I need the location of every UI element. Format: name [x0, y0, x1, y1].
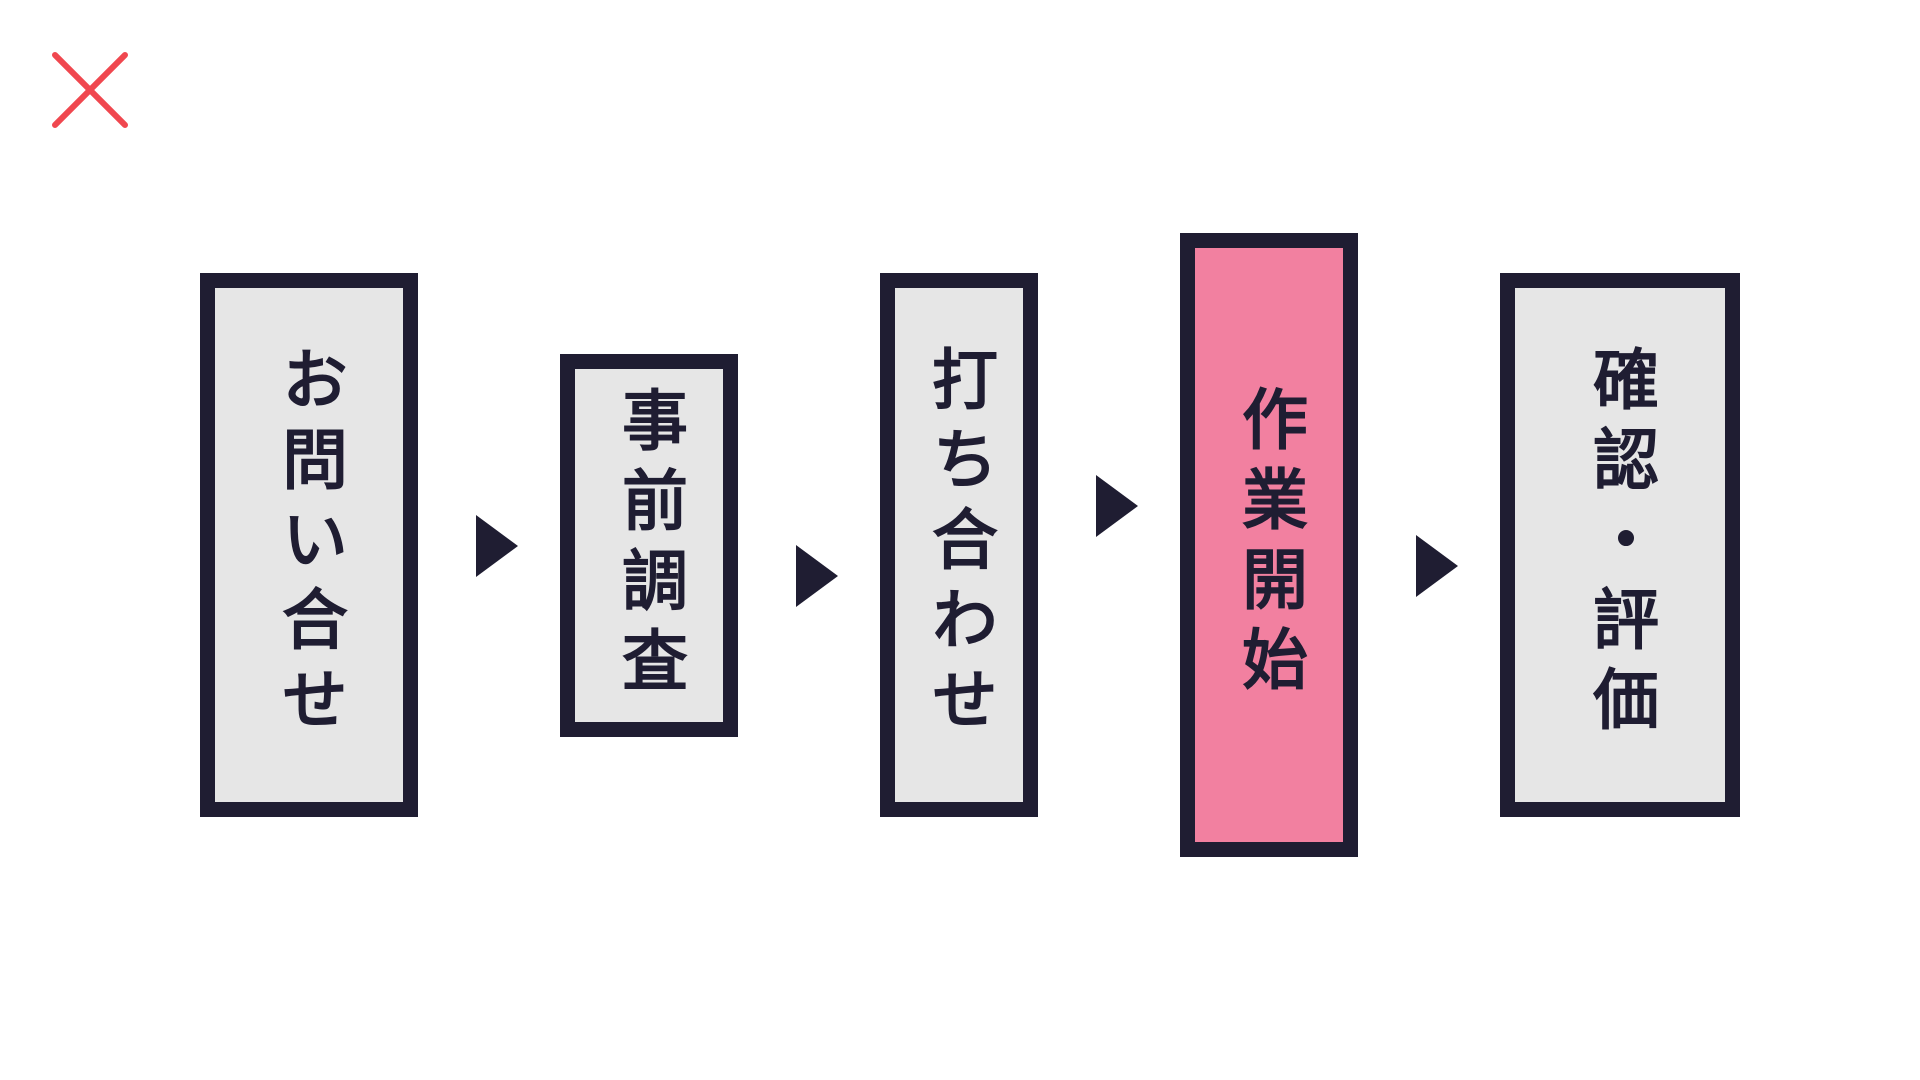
- arrow-right-icon: [1096, 475, 1138, 537]
- step-label: 確認・評価: [1582, 345, 1659, 745]
- step-label: お問い合せ: [271, 345, 348, 745]
- step-box-work-start: 作業開始: [1180, 233, 1358, 857]
- close-icon[interactable]: [49, 49, 131, 131]
- step-box-meeting: 打ち合わせ: [880, 273, 1038, 817]
- arrow-right-icon: [796, 545, 838, 607]
- arrow-right-icon: [476, 515, 518, 577]
- step-label: 作業開始: [1231, 385, 1308, 705]
- step-label: 事前調査: [611, 385, 688, 706]
- step-label: 打ち合わせ: [921, 345, 998, 745]
- step-box-preliminary-survey: 事前調査: [560, 354, 738, 737]
- arrow-right-icon: [1416, 535, 1458, 597]
- step-box-inquiry: お問い合せ: [200, 273, 418, 817]
- step-box-review-evaluation: 確認・評価: [1500, 273, 1740, 817]
